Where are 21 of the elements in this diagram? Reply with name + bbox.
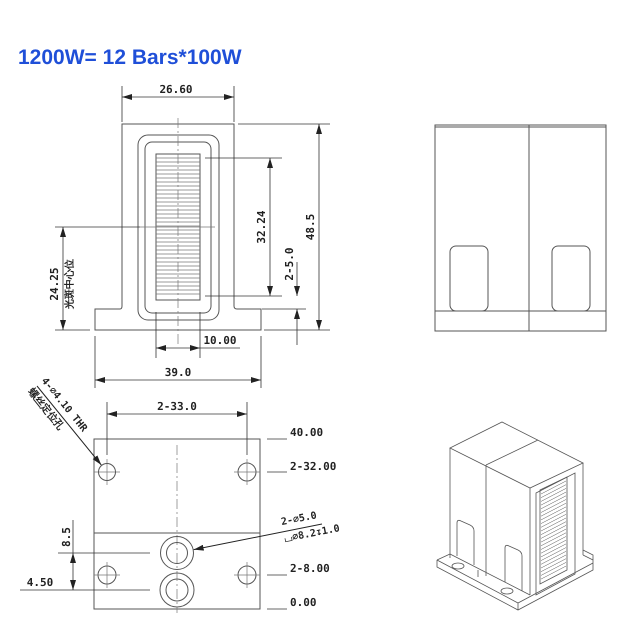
dimension-label: 2-8.00 (290, 562, 330, 576)
callout-text: 2-∅5.0 (280, 509, 318, 528)
dimension-label: 8.5 (60, 527, 74, 547)
dimension-label: 39.0 (164, 366, 192, 380)
dimension-label: 光斑中心位 (64, 259, 76, 309)
leader-line (193, 524, 322, 551)
dimension-label: 2-33.0 (157, 400, 197, 414)
counterbore-hole (160, 536, 194, 570)
dimension-label: 40.00 (290, 426, 324, 440)
dimension-label: 2-5.0 (284, 247, 296, 281)
dimension-label: 26.60 (159, 84, 193, 96)
diagram-title: 1200W= 12 Bars*100W (18, 46, 242, 70)
dimension-label: 0.00 (290, 596, 316, 610)
dimension-label: 24.25 (48, 267, 62, 301)
leader-line (36, 386, 102, 466)
dimension-label: 10.00 (203, 334, 237, 348)
mounting-hole (98, 463, 116, 481)
dimension-label: 48.5 (304, 214, 318, 240)
dimension-label: 4.50 (26, 576, 54, 590)
dimension-label: 2-32.00 (290, 460, 336, 474)
dimension-label: 32.24 (256, 210, 268, 244)
